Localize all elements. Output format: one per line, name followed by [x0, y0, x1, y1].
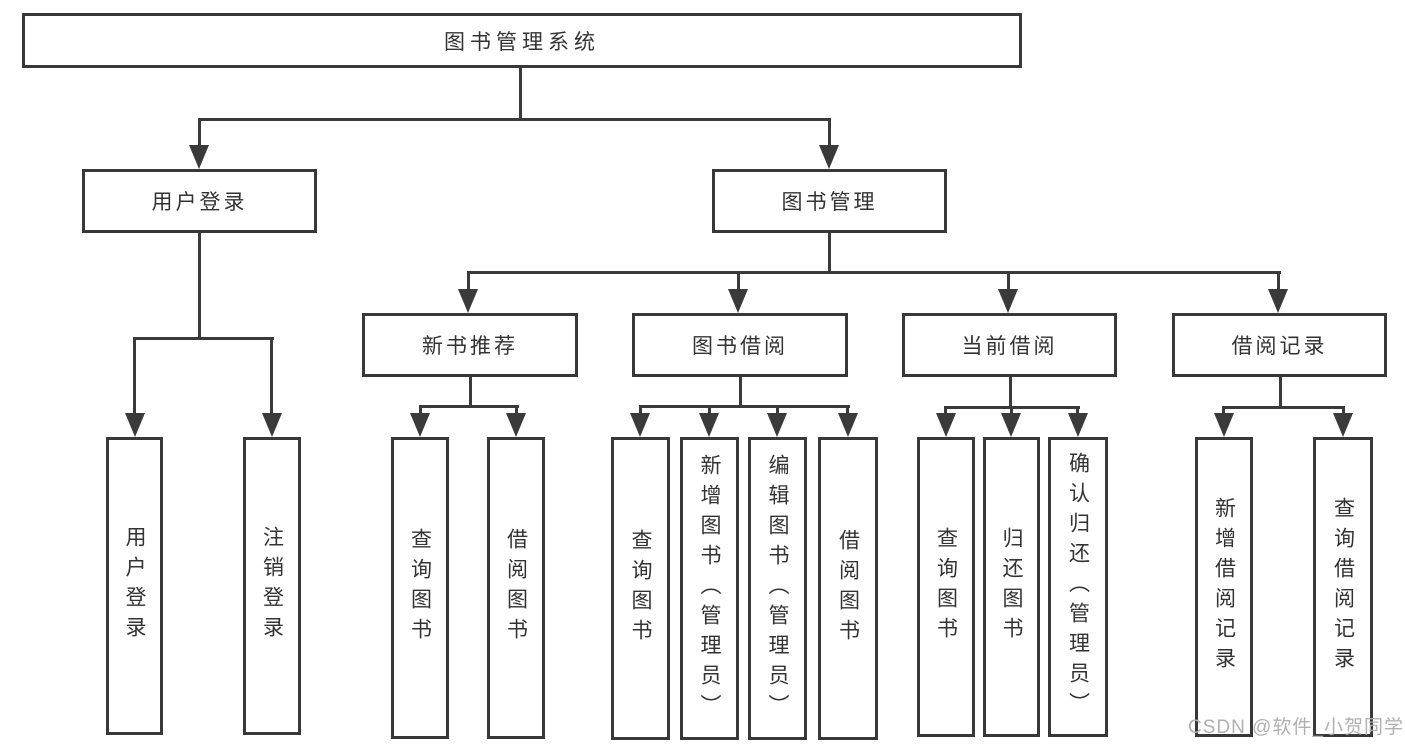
leaf-user-login: 用户登录 [106, 437, 163, 735]
leaf-add-books-admin: 新增图书（管理员） [680, 437, 739, 740]
connector-line [846, 405, 849, 419]
connector-line [133, 337, 274, 340]
connector-line [1222, 406, 1345, 409]
node-label: 新增借阅记录 [1212, 497, 1236, 677]
node-label: 查询借阅记录 [1331, 497, 1355, 677]
node-label: 图书管理系统 [444, 30, 600, 54]
connector-line [270, 337, 273, 422]
arrow-down-icon [125, 413, 145, 437]
connector-line [1342, 406, 1345, 419]
connector-line [944, 406, 947, 419]
arrow-down-icon [819, 145, 839, 169]
connector-line [198, 118, 201, 152]
leaf-return-books: 归还图书 [983, 437, 1040, 737]
node-label: 借阅记录 [1231, 335, 1328, 358]
connector-line [1007, 271, 1010, 297]
arrow-down-icon [728, 289, 748, 313]
node-book-borrowing: 图书借阅 [632, 313, 848, 377]
connector-line [1010, 406, 1013, 419]
connector-line [519, 68, 522, 118]
node-label: 新增图书（管理员） [698, 453, 721, 724]
node-label: 查询图书 [934, 527, 958, 647]
leaf-confirm-return-admin: 确认归还（管理员） [1048, 437, 1108, 737]
node-current-borrowing: 当前借阅 [902, 313, 1117, 377]
connector-line [1277, 271, 1280, 297]
node-label: 查询图书 [629, 528, 652, 649]
node-label: 图书借阅 [692, 335, 788, 358]
arrow-down-icon [1268, 289, 1288, 313]
node-label: 借阅图书 [836, 528, 860, 649]
node-label: 图书管理 [781, 191, 878, 214]
node-book-management: 图书管理 [712, 169, 947, 233]
node-label: 归还图书 [1000, 527, 1023, 647]
connector-line [1009, 377, 1012, 409]
connector-line [737, 271, 740, 297]
arrow-down-icon [262, 413, 282, 437]
leaf-query-borrow-record: 查询借阅记录 [1313, 437, 1373, 737]
connector-line [1279, 377, 1282, 409]
arrow-down-icon [458, 289, 478, 313]
node-label: 确认归还（管理员） [1066, 452, 1090, 722]
connector-line [419, 405, 519, 408]
arrow-down-icon [936, 413, 956, 437]
leaf-logout: 注销登录 [243, 437, 301, 735]
node-borrowing-records: 借阅记录 [1172, 313, 1387, 377]
connector-line [828, 118, 831, 152]
arrow-down-icon [189, 145, 209, 169]
node-label: 当前借阅 [961, 335, 1058, 358]
node-label: 查询图书 [408, 528, 432, 648]
node-label: 用户登录 [151, 191, 248, 214]
connector-line [1076, 406, 1079, 419]
node-new-book-recommendation: 新书推荐 [362, 313, 578, 377]
watermark: CSDN @软件_小贺同学 [1188, 717, 1404, 738]
arrow-down-icon [410, 413, 430, 437]
arrow-down-icon [699, 413, 719, 437]
connector-line [776, 405, 779, 419]
arrow-down-icon [838, 413, 858, 437]
connector-line [1222, 406, 1225, 419]
leaf-edit-books-admin: 编辑图书（管理员） [748, 437, 807, 740]
connector-line [708, 405, 711, 419]
connector-line [133, 337, 136, 422]
arrow-down-icon [998, 289, 1018, 313]
connector-line [198, 232, 201, 339]
node-user-login: 用户登录 [82, 169, 317, 233]
arrow-down-icon [1333, 413, 1353, 437]
leaf-borrow-books-recommend: 借阅图书 [487, 437, 545, 739]
arrow-down-icon [506, 413, 526, 437]
connector-line [739, 377, 742, 408]
connector-line [639, 405, 642, 419]
node-label: 注销登录 [260, 526, 284, 646]
arrow-down-icon [630, 413, 650, 437]
node-label: 新书推荐 [422, 335, 518, 358]
connector-line [419, 405, 422, 419]
node-label: 用户登录 [123, 526, 146, 646]
connector-line [469, 377, 472, 408]
node-label: 编辑图书（管理员） [766, 453, 789, 724]
arrow-down-icon [1068, 413, 1088, 437]
leaf-borrow-books-borrowing: 借阅图书 [818, 437, 878, 740]
leaf-query-books-borrowing: 查询图书 [611, 437, 670, 740]
arrow-down-icon [1214, 413, 1234, 437]
leaf-query-books-recommend: 查询图书 [391, 437, 449, 739]
connector-line [828, 233, 831, 274]
node-label: 借阅图书 [504, 528, 528, 648]
leaf-add-borrow-record: 新增借阅记录 [1195, 437, 1253, 737]
connector-line [639, 405, 850, 408]
connector-line [515, 405, 518, 419]
connector-line [467, 271, 1281, 274]
connector-line [467, 271, 470, 297]
arrow-down-icon [1001, 413, 1021, 437]
connector-line [198, 118, 830, 121]
leaf-query-books-current: 查询图书 [917, 437, 975, 737]
arrow-down-icon [767, 413, 787, 437]
node-library-system: 图书管理系统 [22, 13, 1022, 68]
